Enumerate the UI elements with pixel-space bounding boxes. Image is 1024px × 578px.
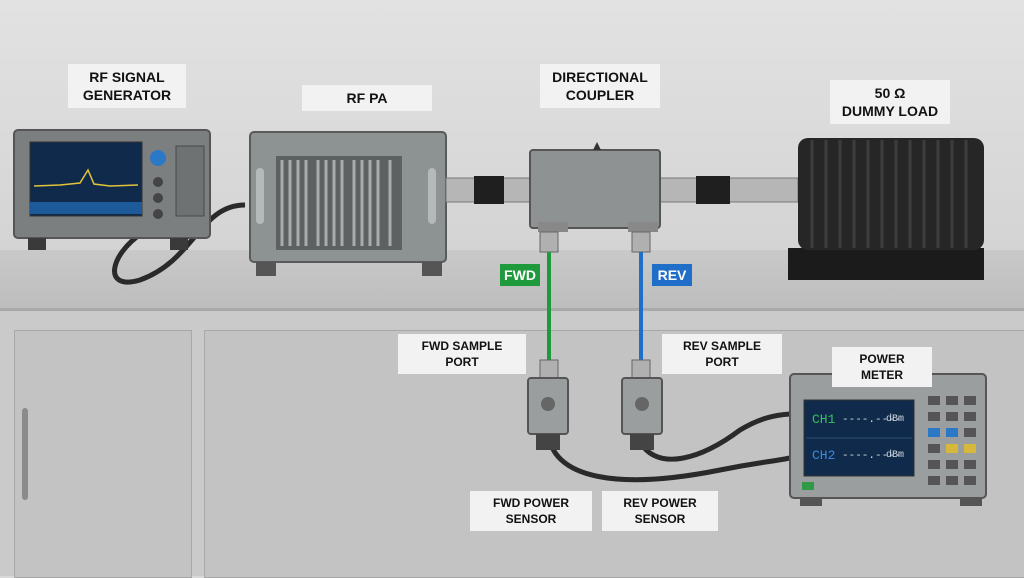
tag-fwd: FWD — [500, 264, 540, 286]
label-rev-sample-port: REV SAMPLE PORT — [662, 334, 782, 374]
ch2-label: CH2 — [812, 448, 836, 463]
fwd-sensor-cable — [545, 429, 791, 483]
tag-rev: REV — [652, 264, 692, 286]
ch1-unit: dBm — [886, 414, 905, 425]
power-meter — [789, 373, 987, 506]
rf-power-amplifier — [249, 131, 447, 276]
fwd-power-sensor — [527, 359, 569, 450]
dummy-load — [788, 138, 984, 280]
label-directional-coupler: DIRECTIONAL COUPLER — [540, 64, 660, 108]
generator-to-pa-cable — [112, 202, 246, 285]
ch2-unit: dBm — [886, 450, 905, 461]
ch2-value: ----.---- — [842, 450, 902, 462]
directional-coupler — [529, 142, 661, 253]
label-power-meter: POWER METER — [832, 347, 932, 387]
ch1-label: CH1 — [812, 412, 836, 427]
spectrum-trace — [33, 168, 139, 187]
label-rev-power-sensor: REV POWER SENSOR — [602, 491, 718, 531]
generator-knob — [150, 150, 166, 166]
label-rf-signal-generator: RF SIGNAL GENERATOR — [68, 64, 186, 108]
rev-sensor-cable — [639, 411, 791, 462]
label-fwd-sample-port: FWD SAMPLE PORT — [398, 334, 526, 374]
label-rf-pa: RF PA — [302, 85, 432, 111]
label-fwd-power-sensor: FWD POWER SENSOR — [470, 491, 592, 531]
label-dummy-load: 50 Ω DUMMY LOAD — [830, 80, 950, 124]
cabinet-door-left — [14, 330, 192, 578]
cabinet-handle — [22, 408, 28, 500]
ch1-value: ----.---- — [842, 414, 902, 426]
rf-signal-generator — [13, 129, 211, 250]
rev-power-sensor — [621, 359, 663, 450]
